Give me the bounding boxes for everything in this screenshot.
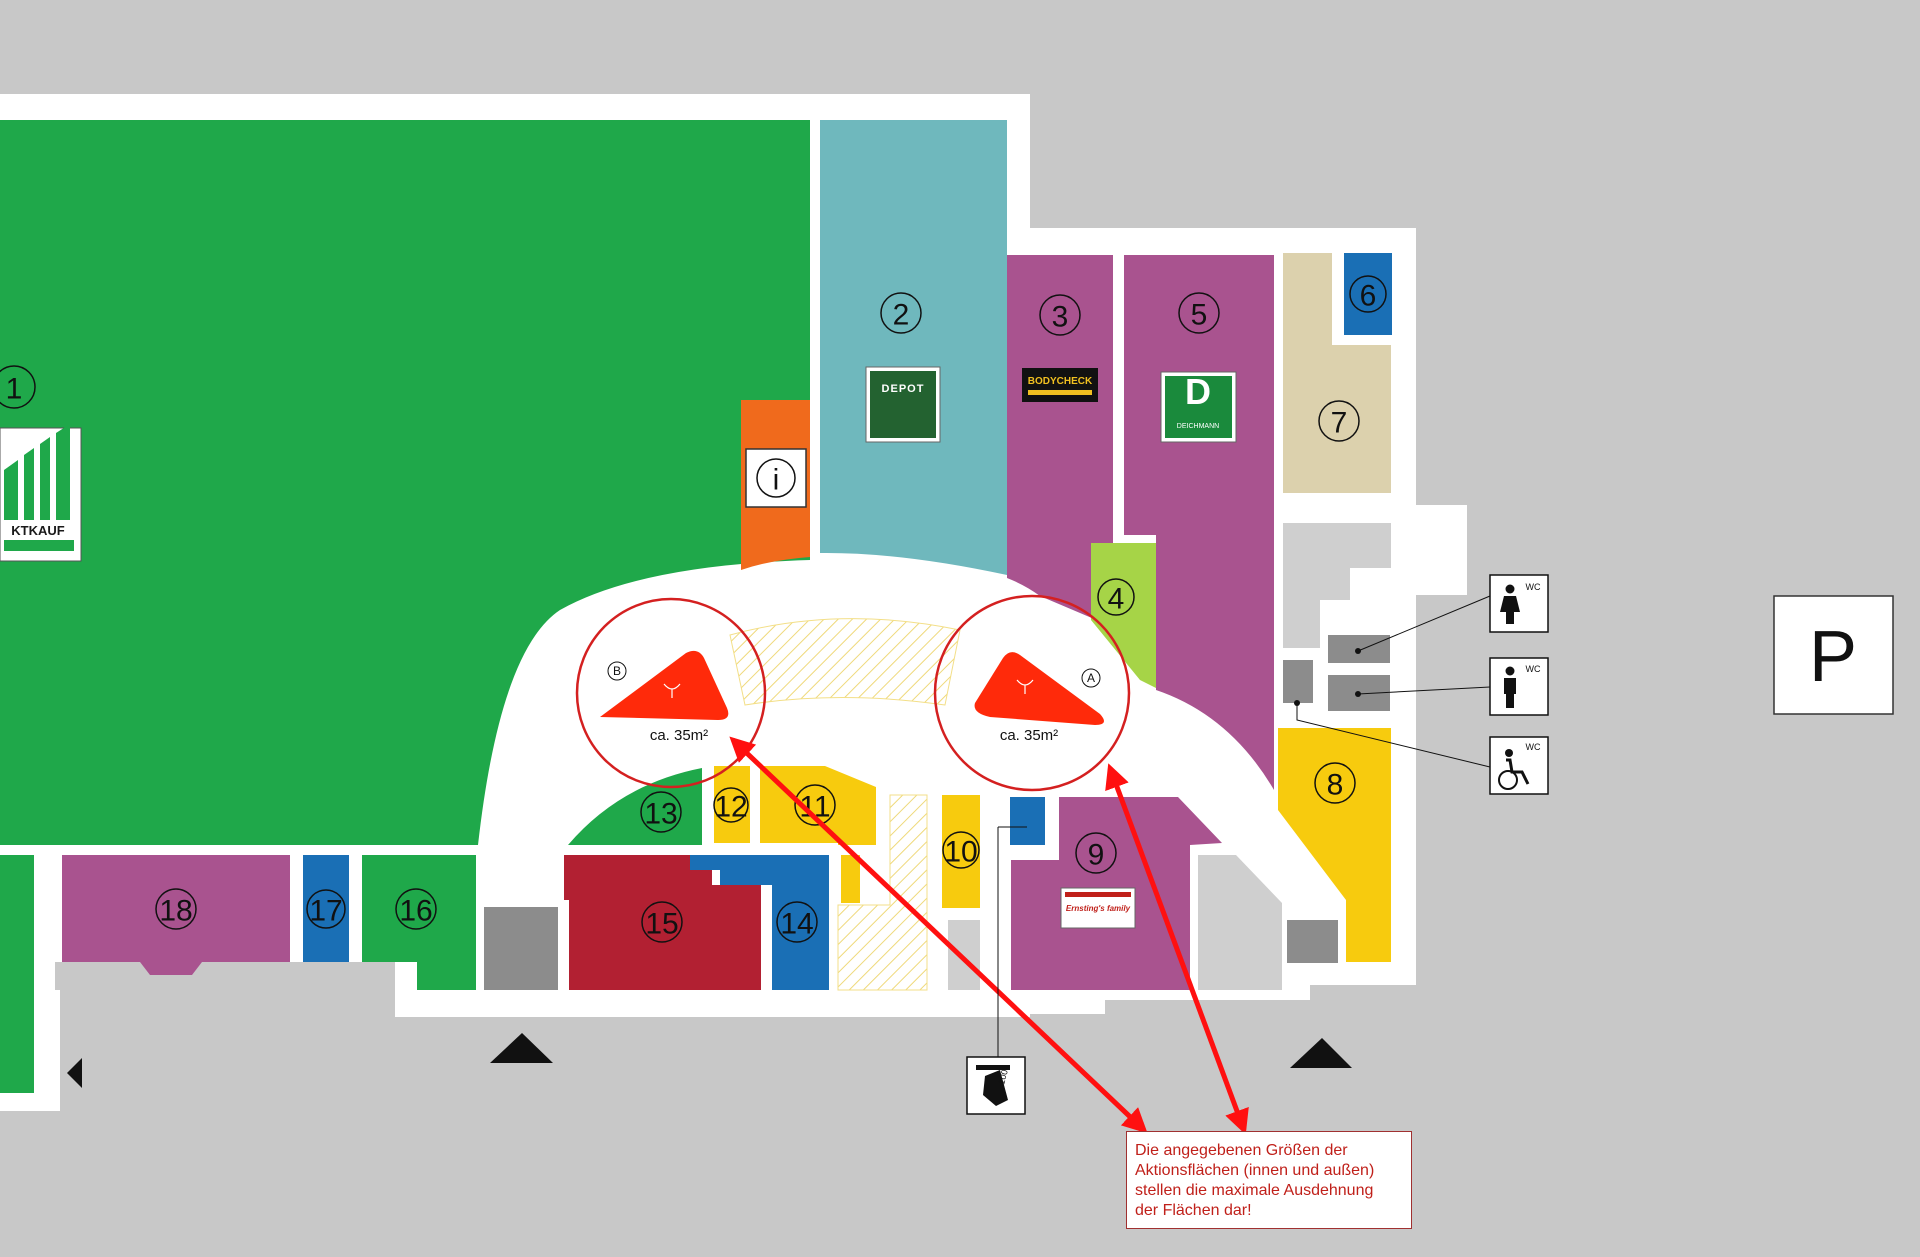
- store-2-number: 2: [893, 299, 910, 332]
- store-6[interactable]: 6: [1344, 253, 1392, 335]
- store-4-number: 4: [1108, 583, 1125, 616]
- store-5-number: 5: [1191, 299, 1208, 332]
- hatched-center-area: [729, 618, 961, 706]
- atm-kiosk[interactable]: [1010, 797, 1045, 845]
- store-1[interactable]: 1 KTKAUF: [0, 120, 810, 1093]
- wc-men-label: WC: [1526, 664, 1541, 674]
- action-area-b-letter: B: [613, 664, 621, 678]
- deichmann-logo: D DEICHMANN: [1160, 371, 1237, 443]
- store-14-number: 14: [780, 908, 813, 941]
- entrance-arrow-icon: [490, 1033, 553, 1063]
- wc-dot: [1355, 648, 1361, 654]
- ernstings-family-logo: Ernsting's family: [1060, 887, 1136, 929]
- store-12-number: 12: [714, 791, 747, 824]
- parking-label: P: [1809, 617, 1857, 697]
- store-1-number: 1: [6, 373, 23, 406]
- wc-women-icon[interactable]: WC: [1489, 574, 1549, 633]
- store-12[interactable]: 12: [713, 766, 750, 843]
- svg-text:D: D: [1185, 371, 1211, 412]
- bodycheck-logo: BODYCHECK: [1022, 368, 1098, 402]
- entrance-arrow-left-icon: [67, 1058, 82, 1088]
- store-17-number: 17: [309, 895, 342, 928]
- action-area-b[interactable]: B ca. 35m²: [575, 597, 767, 789]
- wc-dot: [1294, 700, 1300, 706]
- svg-text:BODYCHECK: BODYCHECK: [1028, 376, 1093, 387]
- action-area-a-size: ca. 35m²: [1000, 727, 1058, 744]
- store-10[interactable]: 10: [942, 795, 980, 908]
- parking-icon[interactable]: P: [1773, 595, 1894, 715]
- store-16-number: 16: [399, 895, 432, 928]
- wc-connectors: [1296, 595, 1491, 768]
- store-3-number: 3: [1052, 301, 1069, 334]
- info-kiosk[interactable]: i: [741, 400, 810, 570]
- svg-text:Ernsting's family: Ernsting's family: [1066, 904, 1131, 913]
- store-10-number: 10: [944, 836, 977, 869]
- svg-text:DEICHMANN: DEICHMANN: [1177, 423, 1219, 430]
- depot-logo: DEPOT: [865, 366, 941, 443]
- wc-men-icon[interactable]: WC: [1489, 657, 1549, 716]
- service-corridor: [1283, 523, 1391, 648]
- note-arrows: [729, 736, 1249, 1135]
- store-18-number: 18: [159, 895, 192, 928]
- atm-label: 100: [996, 1068, 1010, 1085]
- store-17[interactable]: 17: [303, 855, 349, 962]
- svg-text:DEPOT: DEPOT: [882, 383, 925, 395]
- store-8-number: 8: [1327, 769, 1344, 802]
- store-7[interactable]: 7: [1283, 253, 1391, 493]
- marktkauf-logo: KTKAUF: [0, 424, 82, 562]
- svg-text:KTKAUF: KTKAUF: [11, 523, 64, 538]
- store-2[interactable]: 2 DEPOT: [820, 120, 1007, 575]
- service-light-mid: [948, 920, 980, 990]
- wc-women-label: WC: [1526, 582, 1541, 592]
- service-room-right: [1287, 920, 1338, 963]
- store-13-number: 13: [644, 798, 677, 831]
- wc-accessible-icon[interactable]: WC: [1489, 736, 1549, 795]
- store-7-number: 7: [1331, 407, 1348, 440]
- atm-icon[interactable]: 100: [966, 826, 1027, 1115]
- store-18[interactable]: 18: [62, 855, 290, 975]
- store-16[interactable]: 16: [362, 855, 476, 990]
- entrance-arrow-icon: [1290, 1038, 1352, 1068]
- wc-dot: [1355, 691, 1361, 697]
- action-area-size-note: Die angegebenen Größen der Aktionsfläche…: [1126, 1131, 1412, 1229]
- store-3[interactable]: 3 BODYCHECK: [1007, 255, 1113, 627]
- info-icon: i: [773, 464, 780, 497]
- wc-accessible-label: WC: [1526, 742, 1541, 752]
- store-4[interactable]: 4: [1091, 543, 1156, 688]
- store-6-number: 6: [1360, 280, 1377, 313]
- store-8[interactable]: 8: [1278, 728, 1391, 962]
- outline-notch: [55, 962, 395, 990]
- store-5[interactable]: 5 D DEICHMANN: [1124, 255, 1274, 790]
- service-room-left: [484, 907, 558, 990]
- note-text: Die angegebenen Größen der Aktionsfläche…: [1135, 1142, 1375, 1219]
- store-15[interactable]: 15: [564, 855, 761, 990]
- store-9-number: 9: [1088, 839, 1105, 872]
- store-15-number: 15: [645, 908, 678, 941]
- action-area-a-letter: A: [1087, 671, 1095, 685]
- action-area-b-size: ca. 35m²: [650, 727, 708, 744]
